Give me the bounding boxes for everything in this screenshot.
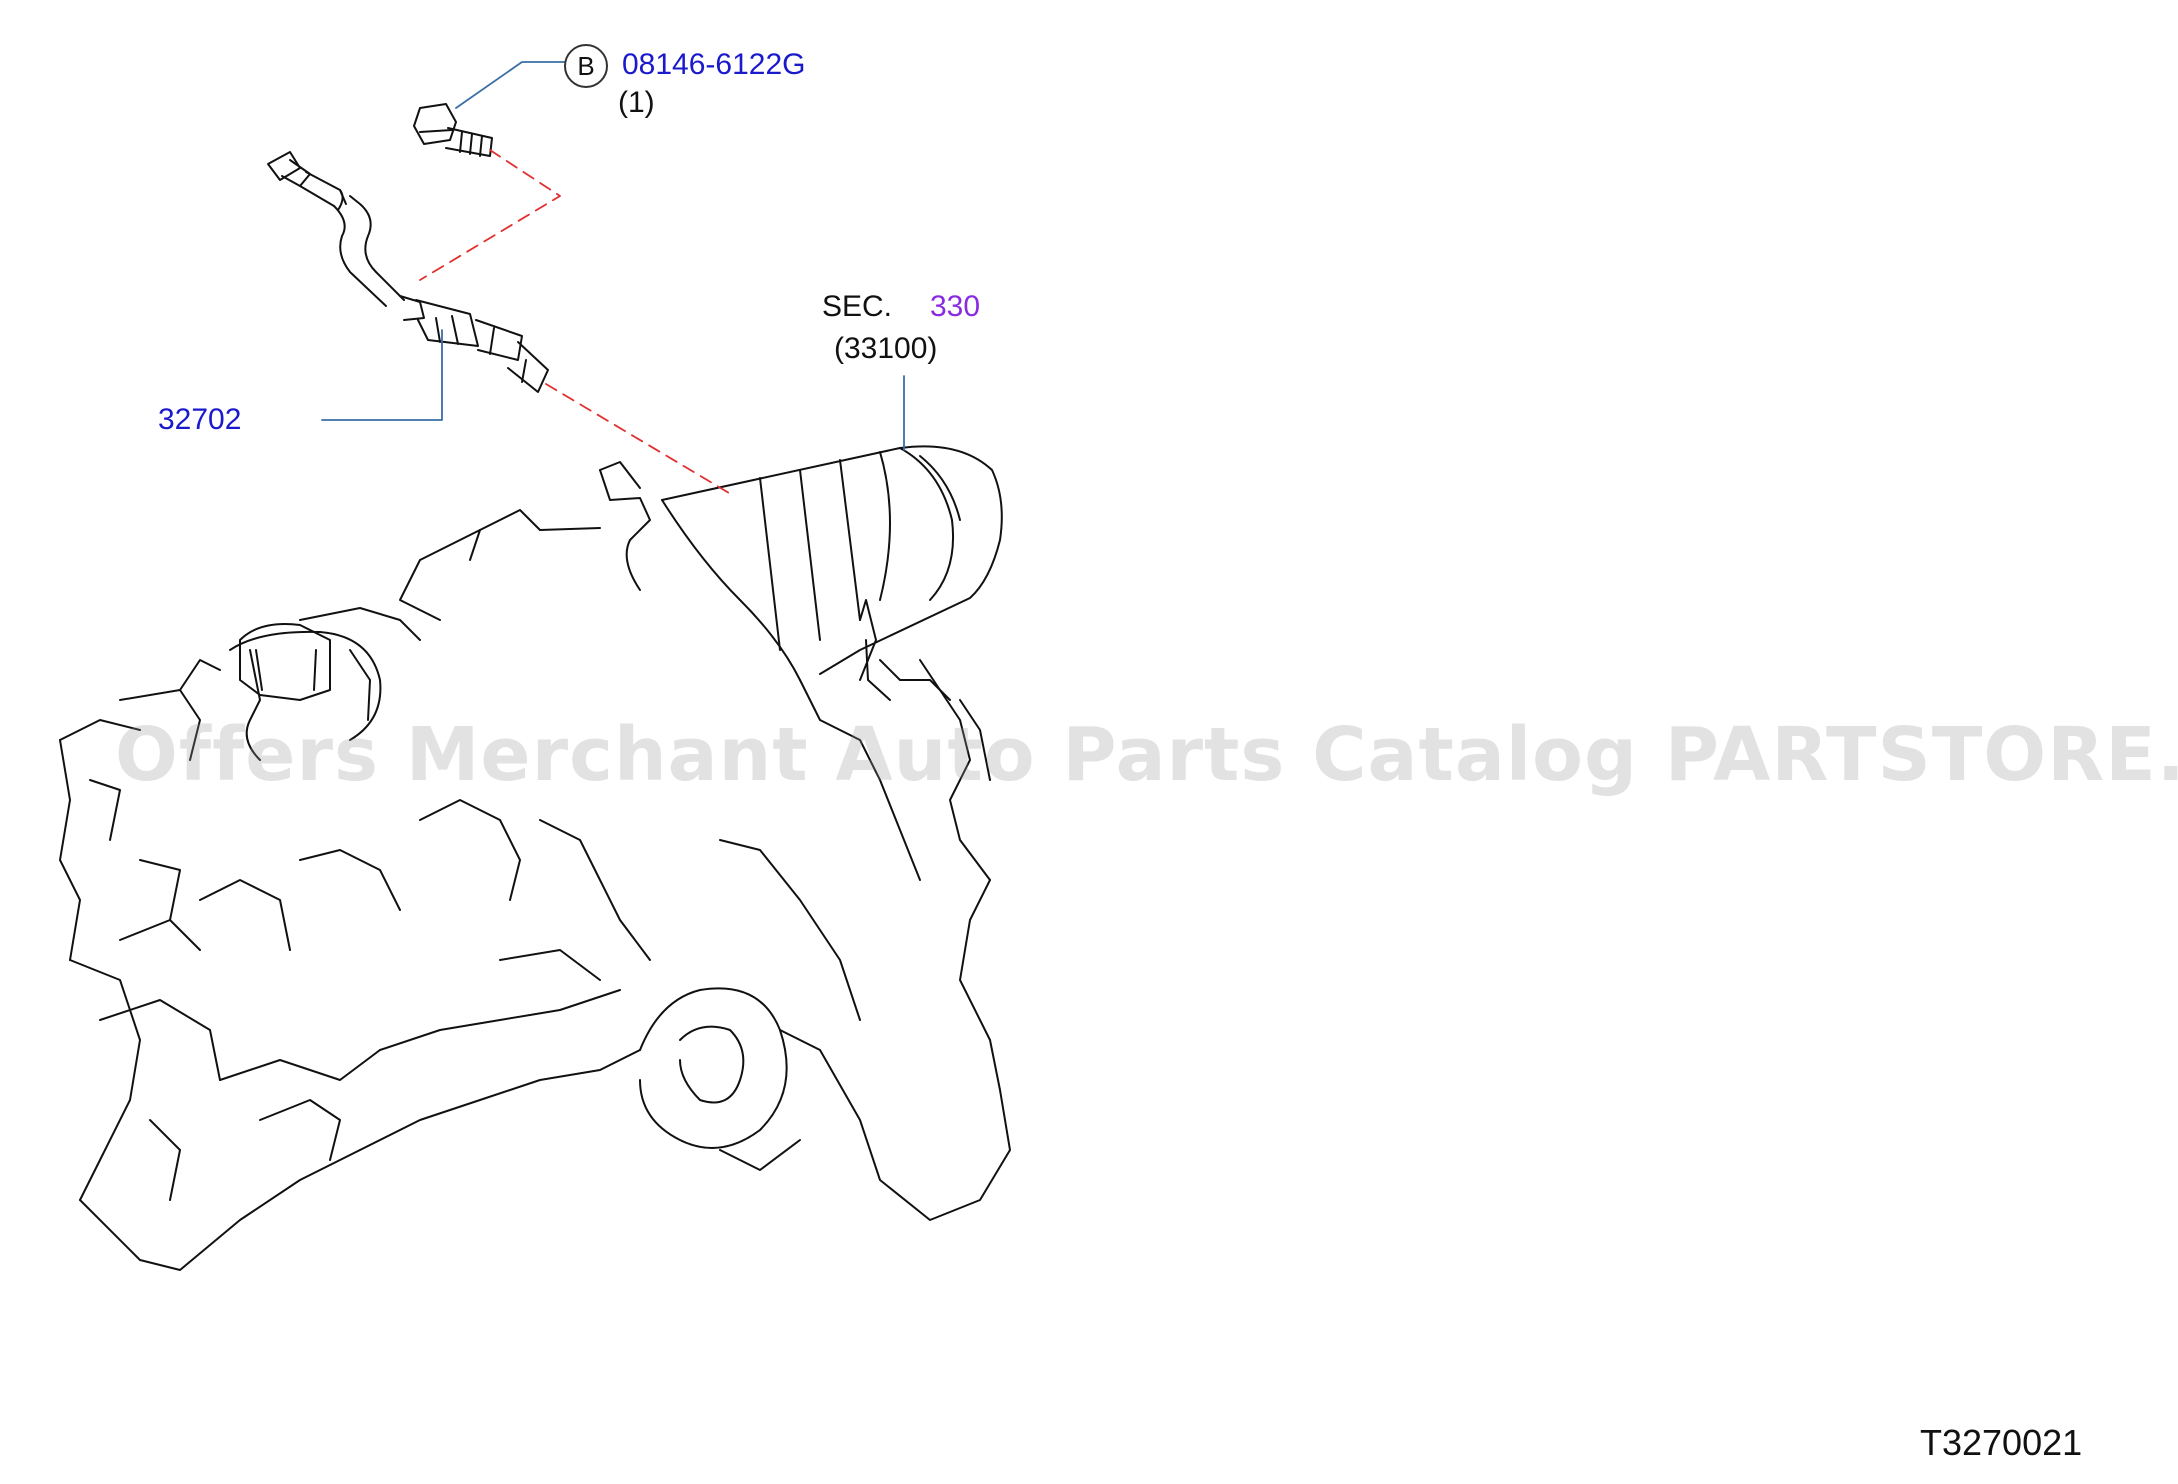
bolt-quantity: (1) <box>618 86 655 119</box>
section-number-link[interactable]: 330 <box>930 290 981 323</box>
transfer-case-housing <box>59 445 1011 1271</box>
bolt-part-number-link[interactable]: 08146-6122G <box>622 48 806 81</box>
speed-sensor-part <box>267 151 549 393</box>
watermark-text: Offers Merchant Auto Parts Catalog PARTS… <box>115 712 2178 798</box>
bolt-part <box>413 103 493 157</box>
leader-lines <box>321 61 905 451</box>
section-label: SEC. <box>822 290 893 323</box>
diagram-code: T3270021 <box>1920 1422 2083 1463</box>
reference-letter-b: B <box>564 44 608 88</box>
sensor-part-number-link[interactable]: 32702 <box>158 403 242 436</box>
install-path-dashed <box>419 149 735 497</box>
section-subnumber: (33100) <box>834 332 938 365</box>
